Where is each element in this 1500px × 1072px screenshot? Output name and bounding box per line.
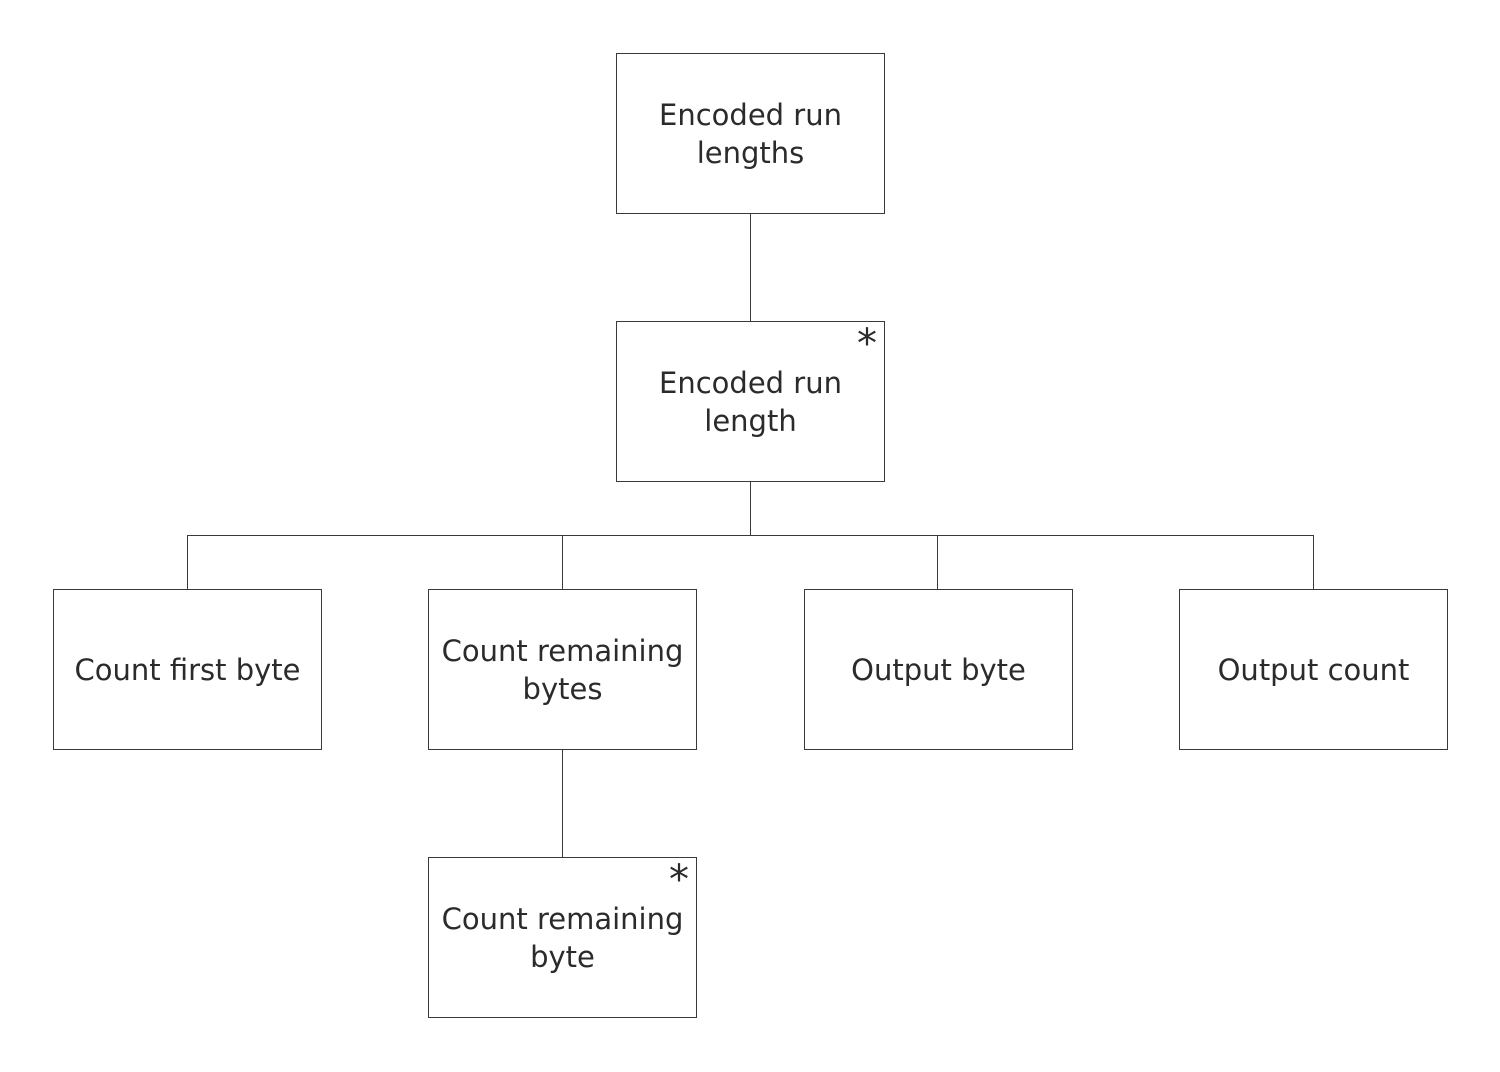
node-count-first-byte: Count first byte — [53, 589, 322, 750]
node-label-line: Output byte — [851, 652, 1026, 687]
node-encoded-run-length: * Encoded run length — [616, 321, 885, 482]
node-count-remaining-bytes: Count remaining bytes — [428, 589, 697, 750]
node-label-line: Count remaining — [441, 633, 684, 668]
node-label-line: Count remaining — [441, 901, 684, 936]
edge-run-to-output-count — [1313, 535, 1314, 590]
edge-run-to-count-first — [187, 535, 188, 590]
node-label-line: length — [704, 403, 797, 438]
edge-run-to-count-remaining-bytes — [562, 535, 563, 590]
edge-run-stem — [750, 482, 751, 536]
node-label-line: Encoded run — [659, 97, 842, 132]
node-label-line: lengths — [696, 135, 805, 170]
edge-run-to-output-byte — [937, 535, 938, 590]
node-label-line: Count first byte — [74, 652, 301, 687]
edge-root-to-run — [750, 214, 751, 322]
node-label-line: byte — [530, 939, 595, 974]
node-output-count: Output count — [1179, 589, 1448, 750]
edge-run-branch-bar — [187, 535, 1314, 536]
node-label-line: Output count — [1217, 652, 1410, 687]
node-output-byte: Output byte — [804, 589, 1073, 750]
iteration-marker: * — [857, 321, 877, 367]
node-encoded-run-lengths: Encoded run lengths — [616, 53, 885, 214]
node-count-remaining-byte: * Count remaining byte — [428, 857, 697, 1018]
node-label-line: bytes — [522, 671, 603, 706]
node-label-line: Encoded run — [659, 365, 842, 400]
iteration-marker: * — [669, 857, 689, 903]
edge-count-remaining-bytes-to-byte — [562, 750, 563, 858]
